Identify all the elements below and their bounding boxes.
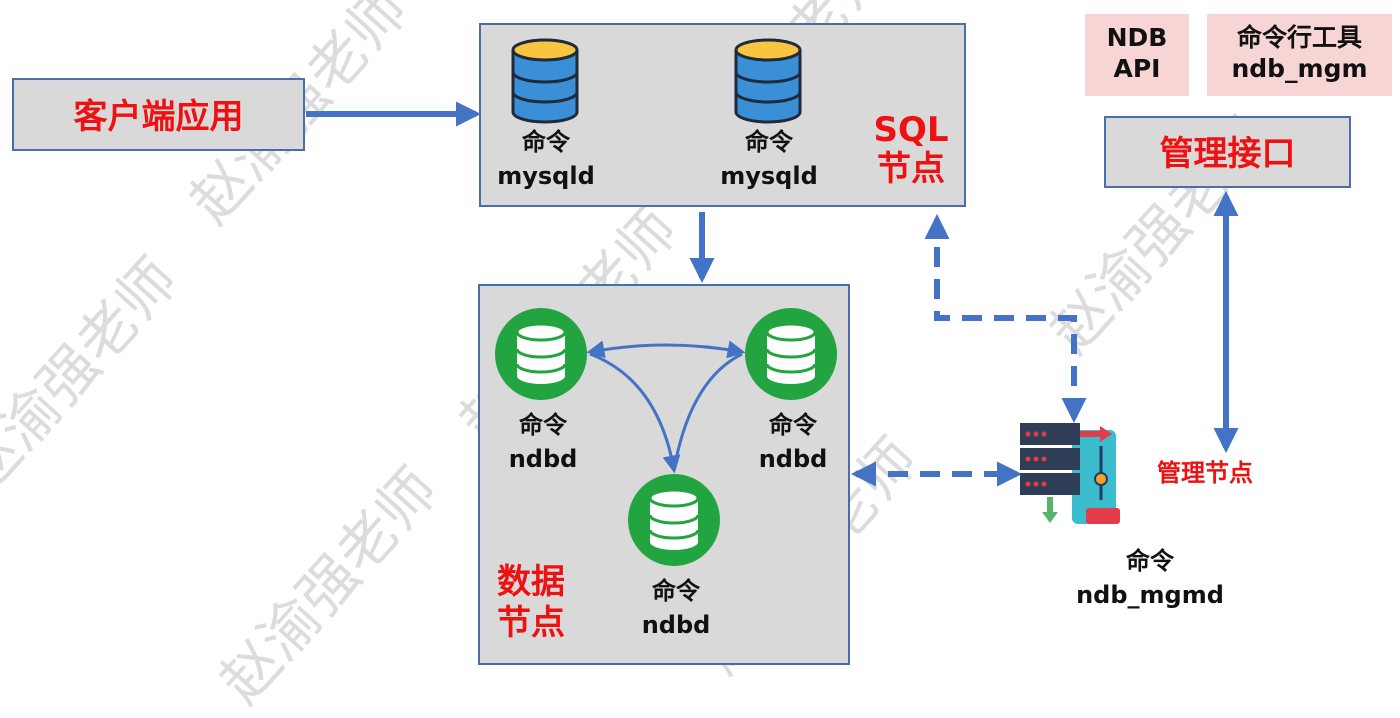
server-icon <box>1020 423 1120 524</box>
cli-tool-label: 命令行工具 ndb_mgm <box>1231 23 1368 84</box>
data-node-1-cmd: 命令 <box>519 411 567 439</box>
diagram-graphics <box>306 38 1239 568</box>
data-node-2-cmd: 命令 <box>769 411 817 439</box>
mysqld-db-icon-1 <box>511 38 579 124</box>
mgmt-interface-label: 管理接口 <box>1159 134 1296 174</box>
mgmt-node-cmd: 命令 <box>1126 547 1174 575</box>
sql-node-2-cmd: 命令 <box>745 128 793 156</box>
cli-tool-tag: 命令行工具 ndb_mgm <box>1207 14 1392 96</box>
data-node-title: 数据 节点 <box>497 562 565 643</box>
sql-node-title: SQL 节点 <box>873 110 949 190</box>
mysqld-db-icon-2 <box>734 38 802 124</box>
ndb-api-tag: NDB API <box>1085 14 1189 96</box>
ndbd-1-to-ndbd-2-arrow <box>586 340 746 359</box>
mgmt-node-label: 管理节点 <box>1157 459 1253 487</box>
sql-node-1-name: mysqld <box>497 162 595 190</box>
ndbd-2-to-ndbd-3-arrow <box>672 352 743 471</box>
data-node-2-name: ndbd <box>758 445 828 473</box>
sql-node-box: SQL 节点 命令 mysqld 命令 mysqld <box>479 23 966 207</box>
ndbd-1-to-ndbd-3-arrow <box>589 352 681 474</box>
client-app-box: 客户端应用 <box>12 78 305 151</box>
mgmt-interface-box: 管理接口 <box>1104 116 1351 188</box>
client-app-label: 客户端应用 <box>73 97 244 137</box>
ndbd-db-icon-3 <box>626 472 722 568</box>
data-node-3-cmd: 命令 <box>652 577 700 605</box>
mgmt-to-sql-dashed-arrow <box>924 213 1087 424</box>
mgmt-node-name: ndb_mgmd <box>1076 581 1224 609</box>
sql-node-1-cmd: 命令 <box>522 128 570 156</box>
ndbd-db-icon-1 <box>493 306 589 402</box>
ndbd-db-icon-2 <box>743 306 839 402</box>
sql-node-2-name: mysqld <box>720 162 818 190</box>
data-node-3-name: ndbd <box>641 611 711 639</box>
data-node-1-name: ndbd <box>508 445 578 473</box>
ndb-api-label: NDB API <box>1106 23 1168 84</box>
